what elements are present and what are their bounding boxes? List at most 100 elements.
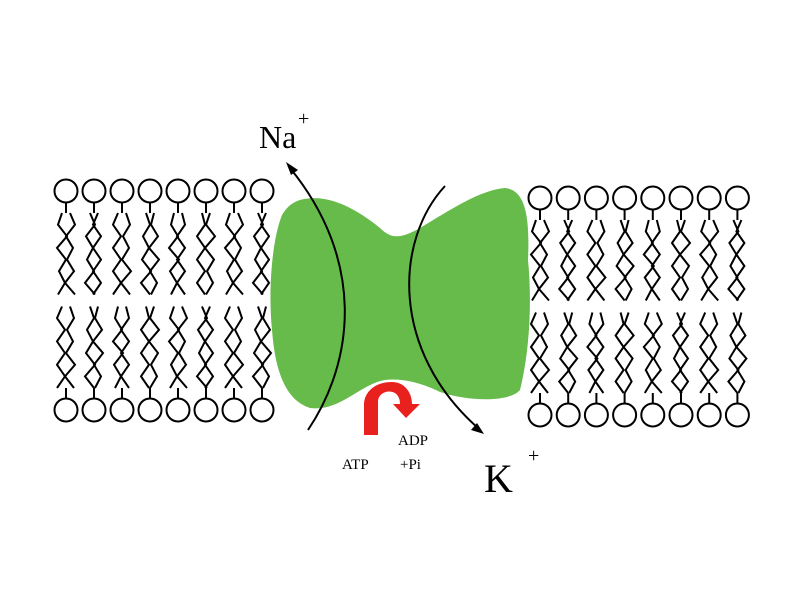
- phospholipid-head: [583, 185, 609, 211]
- lipid-tail: [259, 306, 273, 389]
- phospholipid-head: [81, 178, 107, 204]
- lipid-tail: [111, 306, 125, 389]
- lipid-tail: [614, 312, 625, 394]
- lipid-tail: [529, 219, 543, 302]
- lipid-tail: [231, 306, 245, 389]
- phospholipid-head: [612, 185, 638, 211]
- phospholipid-head: [640, 402, 666, 428]
- potassium-label: K: [484, 456, 513, 501]
- lipid-tail: [119, 212, 133, 296]
- lipid-tail: [147, 306, 161, 389]
- phospholipid-head: [221, 178, 247, 204]
- lipid-tail: [735, 219, 746, 302]
- pump-protein: [270, 188, 530, 409]
- lipid-tail: [622, 312, 635, 394]
- lipid-tail: [670, 219, 682, 302]
- lipid-tail: [537, 219, 551, 302]
- lipid-tail: [614, 219, 627, 302]
- lipid-tail: [223, 306, 235, 389]
- phospholipid-head: [53, 178, 79, 204]
- lipid-tail: [167, 306, 181, 389]
- phospholipid-head: [696, 185, 722, 211]
- lipid-tail: [565, 219, 577, 302]
- lipid-tail: [594, 219, 607, 302]
- phospholipid-head: [109, 178, 135, 204]
- atp-hydrolysis-arrow: [364, 382, 420, 435]
- phosphate-label: +Pi: [400, 457, 421, 473]
- lipid-tail: [63, 212, 77, 296]
- phospholipid-head: [527, 185, 553, 211]
- lipid-tail: [586, 219, 597, 302]
- lipid-tail: [195, 212, 207, 296]
- lipid-tail: [642, 312, 656, 394]
- lipid-tail: [650, 312, 663, 394]
- potassium-transport-arrow: [408, 185, 479, 429]
- phospholipid-head: [696, 402, 722, 428]
- lipid-bilayer-right: [527, 185, 750, 428]
- phospholipid-head: [165, 397, 191, 423]
- lipid-tail: [642, 219, 656, 301]
- lipid-tail: [706, 219, 720, 302]
- phospholipid-head: [165, 178, 191, 204]
- lipid-tail: [622, 219, 635, 301]
- lipid-tail: [735, 312, 748, 394]
- lipid-tail: [650, 219, 662, 302]
- lipid-tail: [175, 212, 187, 296]
- lipid-tail: [203, 306, 215, 389]
- lipid-tail: [139, 306, 151, 389]
- lipid-tail: [529, 312, 541, 394]
- lipid-bilayer-left: [53, 178, 275, 423]
- phospholipid-head: [249, 397, 275, 423]
- potassium-charge: +: [528, 445, 539, 467]
- phospholipid-head: [193, 178, 219, 204]
- phospholipid-head: [724, 185, 750, 211]
- phospholipid-head: [555, 185, 581, 211]
- lipid-tail: [698, 219, 712, 302]
- adp-label: ADP: [398, 433, 428, 449]
- phospholipid-head: [668, 185, 694, 211]
- lipid-tail: [203, 212, 217, 296]
- lipid-tail: [83, 306, 97, 389]
- potassium-arrowhead-icon: [471, 423, 484, 434]
- phospholipid-head: [583, 402, 609, 428]
- lipid-tail: [231, 212, 245, 296]
- lipid-tail: [63, 306, 77, 389]
- lipid-tail: [537, 312, 551, 394]
- lipid-tail: [259, 212, 271, 296]
- lipid-tail: [706, 312, 720, 394]
- phospholipid-head: [724, 402, 750, 428]
- lipid-tail: [251, 306, 265, 389]
- lipid-tail: [55, 306, 67, 389]
- lipid-tail: [91, 306, 105, 389]
- sodium-label: Na: [259, 119, 296, 155]
- lipid-tail: [139, 212, 153, 296]
- lipid-tail: [678, 219, 692, 302]
- lipid-tail: [678, 312, 690, 394]
- phospholipid-head: [137, 178, 163, 204]
- sodium-charge: +: [298, 108, 309, 130]
- lipid-tail: [147, 212, 161, 295]
- sodium-arrowhead-icon: [286, 162, 298, 175]
- lipid-tail: [223, 212, 237, 296]
- lipid-tail: [565, 312, 579, 394]
- phospholipid-head: [137, 397, 163, 423]
- phospholipid-head: [53, 397, 79, 423]
- phospholipid-head: [221, 397, 247, 423]
- phospholipid-head: [527, 402, 553, 428]
- phospholipid-head: [612, 402, 638, 428]
- phospholipid-head: [555, 402, 581, 428]
- lipid-tail: [91, 212, 103, 296]
- phospholipid-head: [249, 178, 275, 204]
- lipid-tail: [167, 212, 181, 295]
- lipid-tail: [119, 306, 131, 389]
- lipid-tail: [594, 312, 605, 394]
- lipid-tail: [727, 312, 740, 394]
- atp-label: ATP: [342, 457, 369, 473]
- lipid-tail: [698, 312, 710, 394]
- lipid-tail: [175, 306, 189, 389]
- lipid-tail: [111, 212, 123, 296]
- sodium-transport-arrow: [289, 167, 346, 431]
- phospholipid-head: [640, 185, 666, 211]
